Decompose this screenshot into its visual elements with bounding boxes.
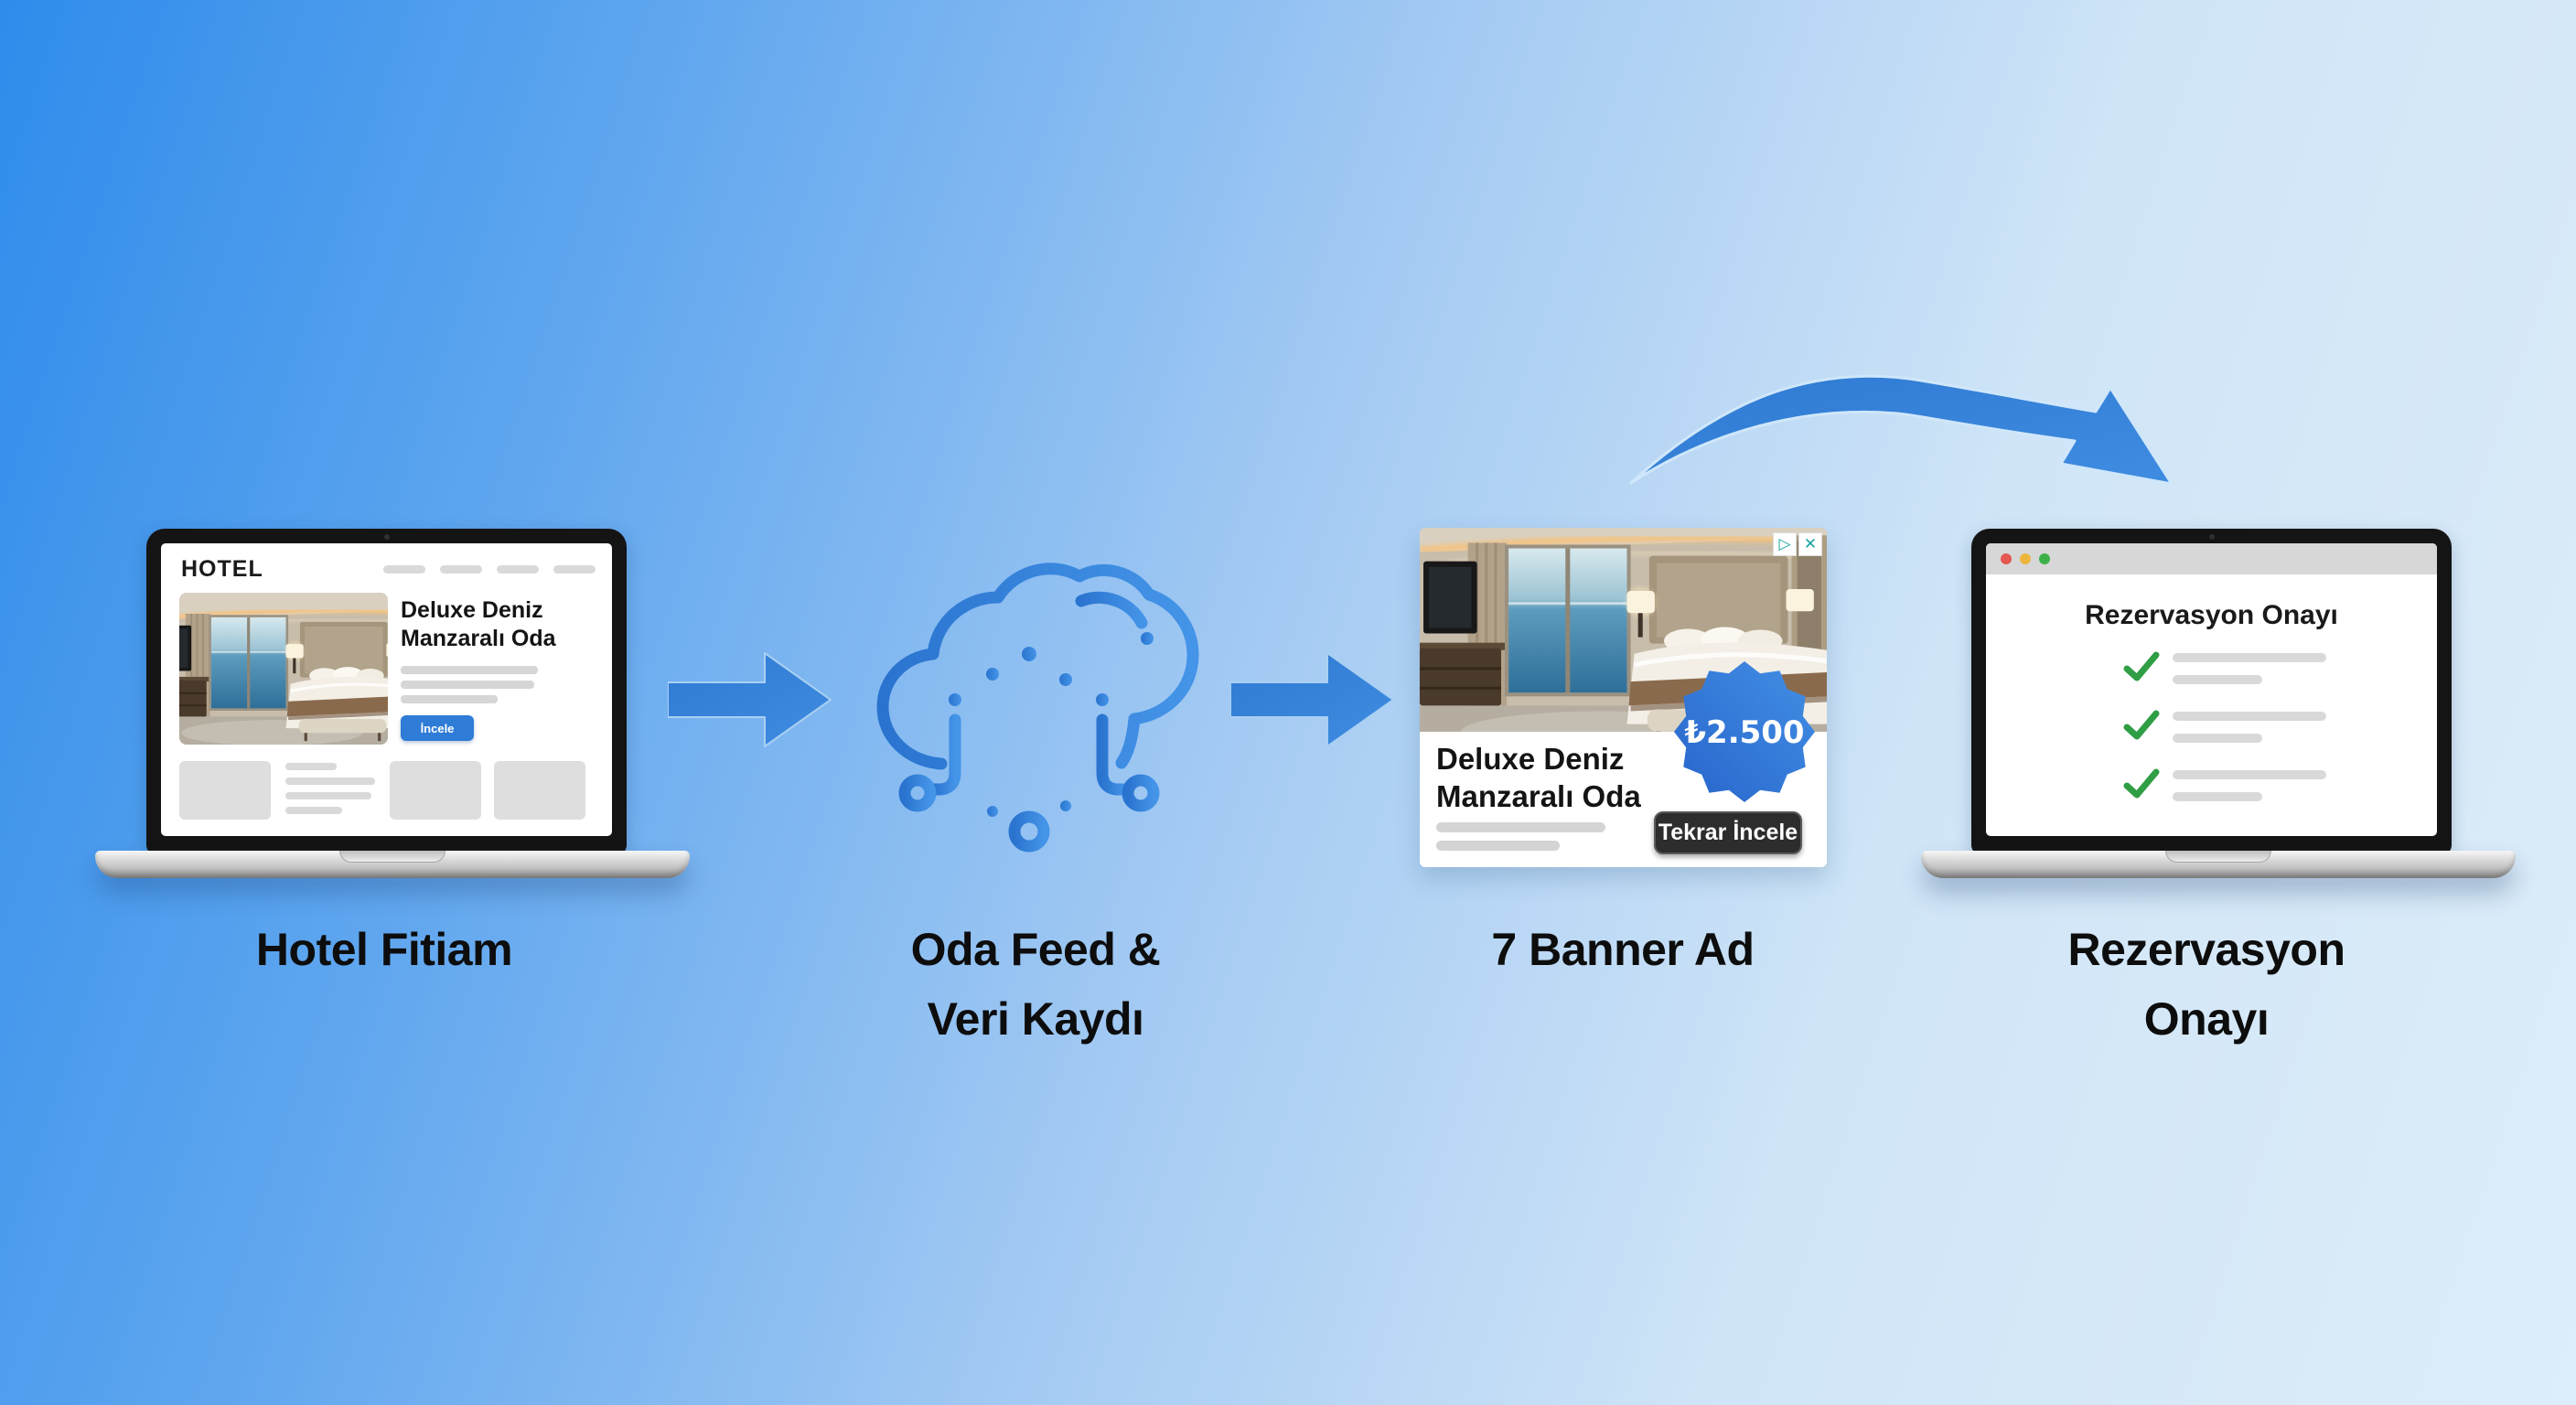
text-placeholder	[2173, 653, 2326, 662]
incele-button[interactable]: İncele	[401, 715, 474, 741]
text-placeholder	[2173, 734, 2262, 743]
check-item	[2123, 708, 2343, 745]
zoom-window-dot[interactable]	[2039, 553, 2050, 564]
checkmark-icon	[2123, 768, 2160, 799]
close-icon[interactable]: ✕	[1798, 532, 1822, 556]
price-badge: ₺2.500	[1674, 661, 1815, 802]
banner-ad: ▷ ✕ ₺2.500 Deluxe Deniz Manzaralı Oda Te…	[1420, 528, 1827, 867]
adchoices-icon[interactable]: ▷	[1773, 532, 1797, 556]
curved-arrow-right-icon	[1629, 374, 2174, 486]
stage-label-feed-line2: Veri Kaydı	[927, 993, 1144, 1045]
text-placeholder	[285, 807, 342, 814]
nav-item-placeholder[interactable]	[383, 565, 425, 574]
room-title: Deluxe Deniz Manzaralı Oda	[401, 596, 556, 653]
laptop-base	[1921, 851, 2516, 878]
text-placeholder	[401, 681, 534, 689]
laptop-hotel-website: HOTEL Deluxe Deniz Manzaralı Oda İncele	[146, 529, 627, 854]
site-logo: HOTEL	[181, 556, 263, 582]
card-placeholder	[390, 761, 481, 820]
ad-title-line1: Deluxe Deniz	[1436, 742, 1625, 776]
text-placeholder	[401, 695, 498, 703]
text-placeholder	[2173, 675, 2262, 684]
card-placeholder	[179, 761, 271, 820]
stage-label-confirmation-line1: Rezervasyon	[2067, 924, 2346, 975]
laptop-confirmation: Rezervasyon Onayı	[1971, 529, 2452, 854]
text-placeholder	[1436, 841, 1560, 851]
room-title-line2: Manzaralı Oda	[401, 626, 556, 651]
ad-title-line2: Manzaralı Oda	[1436, 779, 1641, 813]
text-placeholder	[285, 792, 371, 799]
check-item	[2123, 767, 2343, 803]
stage-label-confirmation-line2: Onayı	[2143, 993, 2270, 1045]
card-placeholder	[494, 761, 585, 820]
price-text: ₺2.500	[1684, 714, 1804, 751]
check-item	[2123, 649, 2343, 686]
window-controls	[2001, 553, 2050, 564]
laptop-notch	[2165, 851, 2271, 863]
nav-menu	[383, 565, 596, 574]
laptop-base	[95, 851, 690, 878]
checkmark-icon	[2123, 710, 2160, 741]
text-placeholder	[285, 778, 375, 785]
hotel-website-screen: HOTEL Deluxe Deniz Manzaralı Oda İncele	[161, 543, 612, 836]
text-placeholder	[2173, 712, 2326, 721]
text-placeholder	[2173, 770, 2326, 779]
stage-label-hotel: Hotel Fitiam	[255, 924, 513, 975]
nav-item-placeholder[interactable]	[553, 565, 596, 574]
stage-label-banner: 7 Banner Ad	[1491, 924, 1755, 975]
stage-label-feed-line1: Oda Feed &	[910, 924, 1161, 975]
browser-titlebar	[1986, 543, 2437, 574]
arrow-right-icon	[668, 652, 832, 747]
nav-item-placeholder[interactable]	[497, 565, 539, 574]
cloud-data-icon	[876, 563, 1199, 853]
laptop-notch	[339, 851, 445, 863]
ad-title: Deluxe Deniz Manzaralı Oda	[1436, 740, 1641, 815]
text-placeholder	[401, 666, 538, 674]
nav-item-placeholder[interactable]	[440, 565, 482, 574]
room-photo	[179, 593, 388, 745]
tekrar-incele-button[interactable]: Tekrar İncele	[1654, 811, 1802, 854]
minimize-window-dot[interactable]	[2020, 553, 2031, 564]
close-window-dot[interactable]	[2001, 553, 2012, 564]
text-placeholder	[1436, 822, 1605, 832]
text-placeholder	[285, 763, 337, 770]
stage-label-feed: Oda Feed & Veri Kaydı	[743, 915, 1328, 1054]
text-placeholder	[2173, 792, 2262, 801]
stage-label-confirmation: Rezervasyon Onayı	[1914, 915, 2499, 1054]
room-title-line1: Deluxe Deniz	[401, 597, 543, 623]
confirmation-screen: Rezervasyon Onayı	[1986, 543, 2437, 836]
arrow-right-icon	[1230, 652, 1394, 747]
confirmation-title: Rezervasyon Onayı	[2085, 600, 2338, 630]
checkmark-icon	[2123, 651, 2160, 682]
